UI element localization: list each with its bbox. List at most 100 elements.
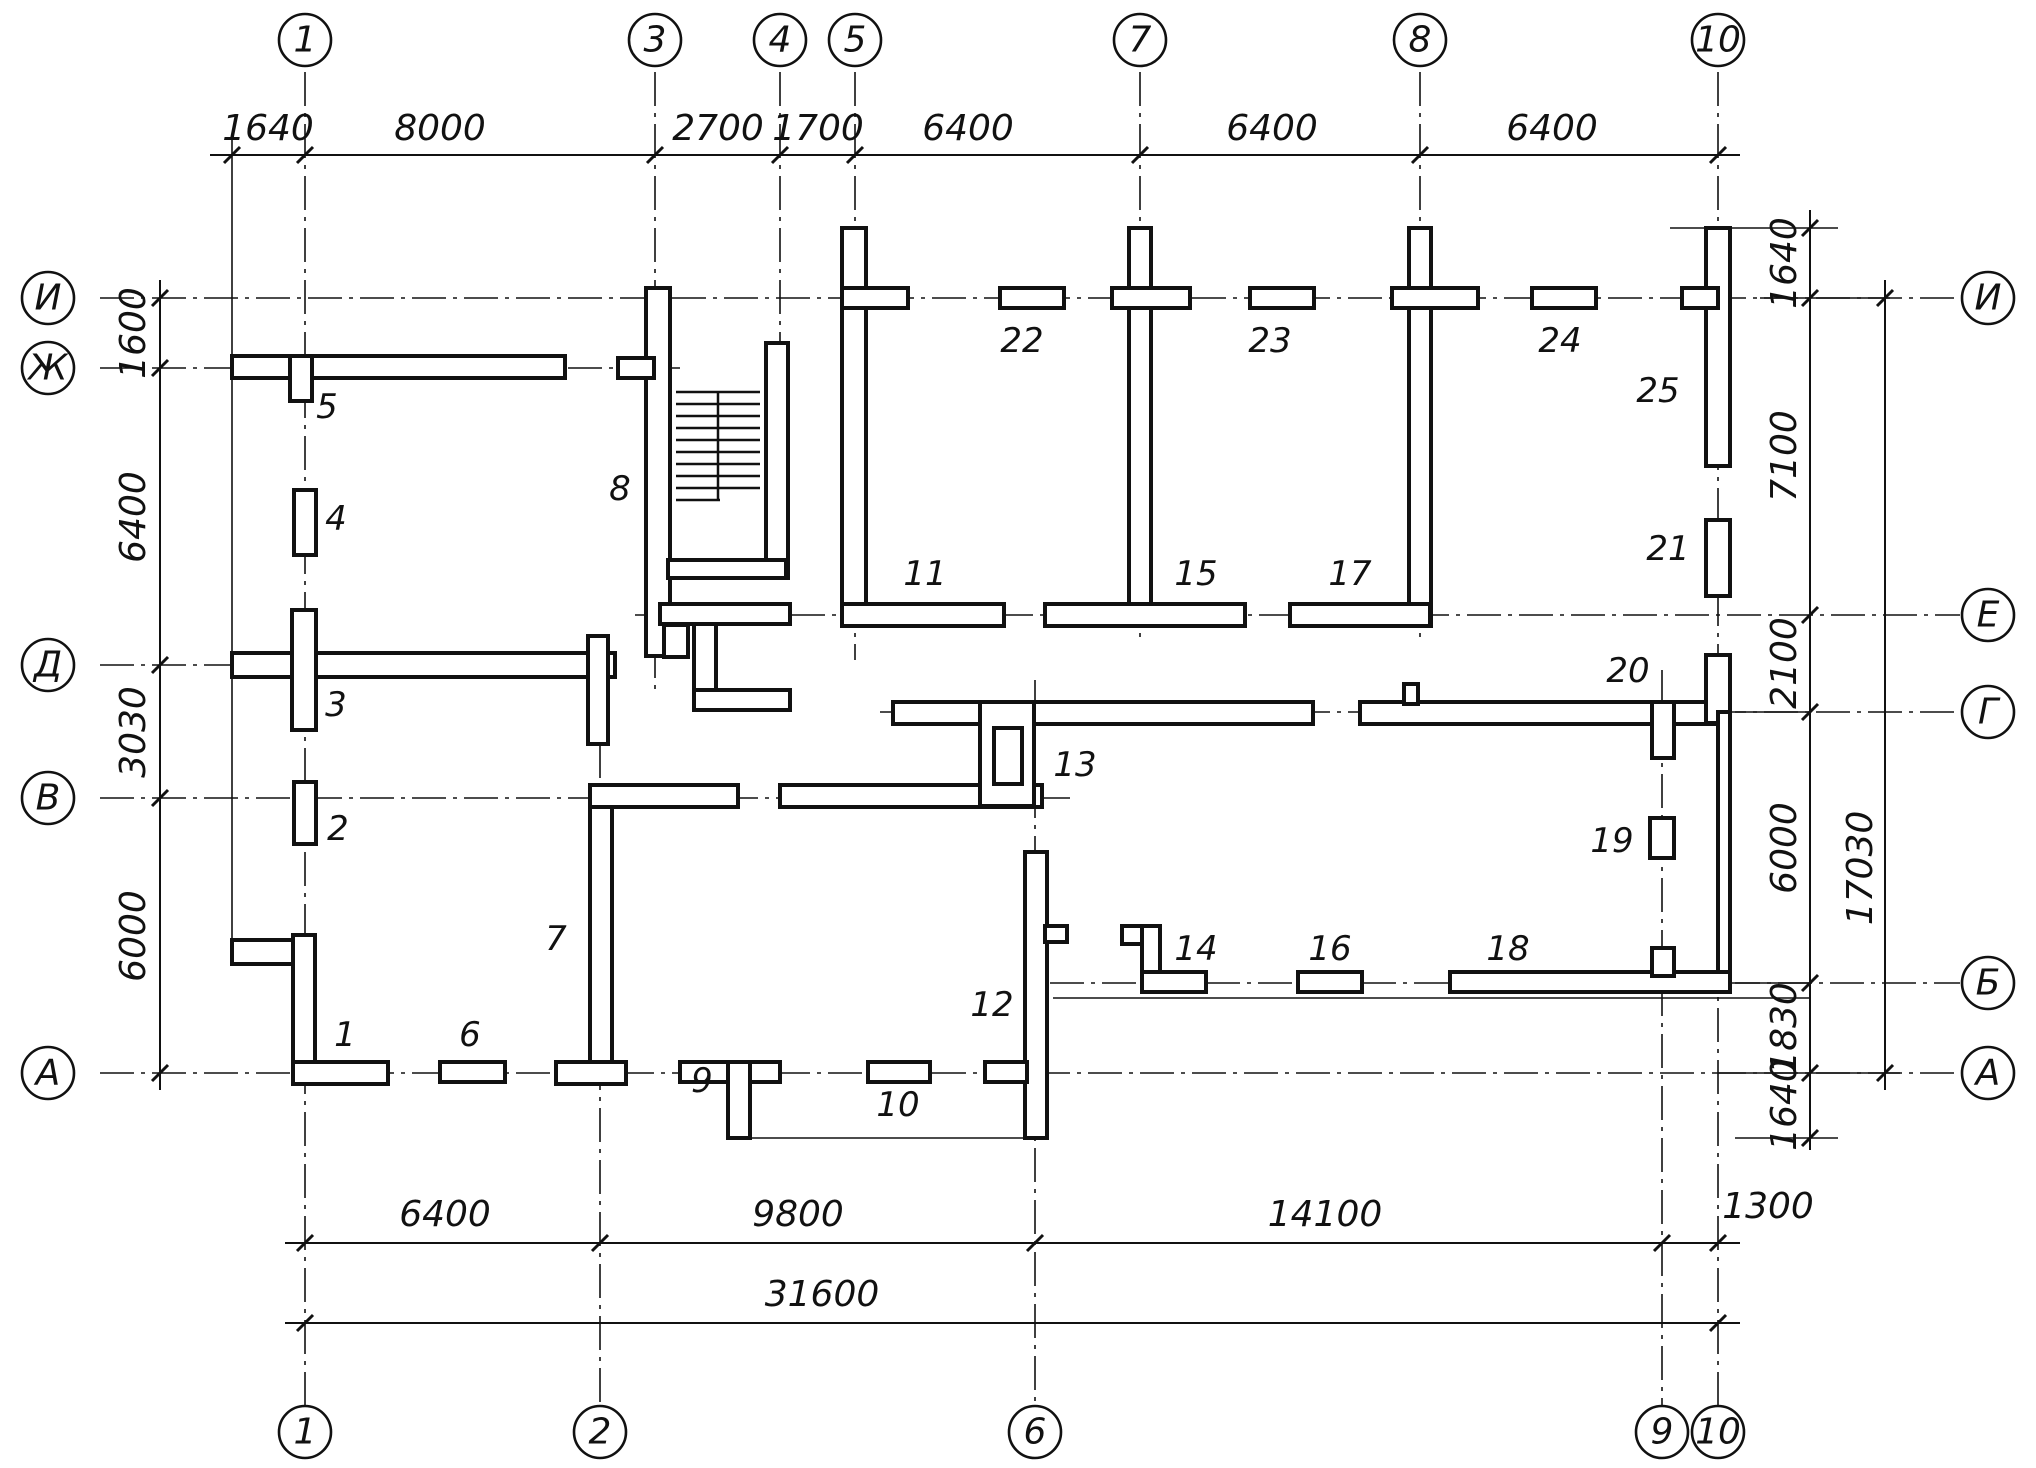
wall-12-stub-bottom [983,1060,1029,1084]
wall-axis8-stub [1390,286,1480,310]
axis-label-top: 8 [1409,20,1432,61]
dim-top: 6400 [1506,108,1598,149]
wall-axis10-lower [1716,710,1732,986]
dim-right: 7100 [1764,410,1805,502]
axis-label-left: А [34,1053,61,1094]
mark: 11 [903,554,946,594]
dim-top: 1700 [772,108,864,149]
axis-label-bottom: 10 [1695,1412,1741,1453]
column-21 [1704,518,1732,598]
dim-right: 1640 [1764,1059,1805,1151]
mark: 20 [1606,651,1649,691]
wall-8-stub [616,356,656,380]
wall-13 [978,700,1036,808]
dim-bottom-total: 31600 [765,1274,880,1315]
wall-25 [1704,226,1732,468]
axis-label-bottom: 1 [294,1412,317,1453]
wall-18 [1448,970,1732,994]
axis-label-top: 3 [644,20,667,61]
dim-top: 6400 [1226,108,1318,149]
wall-16 [1296,970,1364,994]
dimension-lines [150,145,1895,1333]
wall-23 [1248,286,1316,310]
axis-label-top: 1 [294,20,317,61]
dim-left: 3030 [113,686,154,778]
walls [230,226,1732,1140]
dim-left: 1600 [113,287,154,379]
wall-8 [644,286,672,658]
dim-top: 2700 [672,108,764,149]
wall-9-stem [726,1060,752,1140]
dim-top: 8000 [394,108,486,149]
axis-label-left: Ж [27,348,70,389]
mark: 18 [1486,929,1529,969]
dim-bottom: 14100 [1268,1194,1383,1235]
mark: 13 [1053,745,1096,785]
mark: 9 [691,1061,713,1101]
mark: 15 [1174,554,1217,594]
dim-top: 1640 [222,108,314,149]
axis-label-top: 4 [769,20,792,61]
column-5 [288,354,314,403]
dim-left: 6000 [113,890,154,982]
wall-7 [588,783,614,1085]
wall-axis5-stub [840,286,910,310]
mark: 14 [1174,929,1217,969]
wall-e-stair [658,602,792,626]
dim-right: 6000 [1764,802,1805,894]
element-marks: 1 2 3 4 5 6 7 8 9 10 11 12 13 14 15 16 1… [316,321,1689,1125]
mark: 24 [1538,321,1581,361]
wall-24 [1530,286,1598,310]
axis-label-bottom: 2 [589,1412,612,1453]
axis-label-right: Б [1976,963,2001,1004]
wall-stair-right [764,341,790,580]
wall-axis7-stub [1110,286,1192,310]
column-20 [1650,700,1676,760]
wall-g-1 [891,700,1315,726]
wall-d [230,651,617,679]
wall-25-stub [1680,286,1720,310]
mark: 8 [609,469,631,509]
axis-bubbles-bottom: 1 2 6 9 10 [277,1404,1746,1460]
dim-right: 1640 [1764,217,1805,309]
mark: 10 [876,1085,919,1125]
mark: 4 [325,499,347,539]
axis-label-right: Г [1978,692,2001,733]
stair-treads [676,390,760,502]
wall-14 [1140,970,1208,994]
column-19 [1648,816,1676,860]
dim-left: 6400 [113,471,154,563]
mark: 19 [1590,821,1633,861]
wall-stair-bottom [666,558,788,580]
mark: 21 [1646,529,1689,569]
wall-12 [1023,850,1049,1140]
wall-17 [1288,602,1432,628]
axis-label-bottom: 6 [1024,1412,1047,1453]
axis-label-top: 10 [1695,20,1741,61]
wall-1 [291,1060,390,1086]
mark: 22 [1000,321,1043,361]
column-3 [290,608,318,732]
mark: 16 [1308,929,1351,969]
dim-right: 2100 [1764,617,1805,709]
dim-bottom: 6400 [399,1194,491,1235]
wall-g-stub [1402,682,1420,706]
duct-box [662,623,690,659]
wall-d-end [586,634,610,746]
mark: 3 [325,685,347,725]
axis-label-left: В [36,778,61,819]
wall-a-2 [554,1060,628,1086]
wall-6 [438,1060,507,1084]
wall-15 [1043,602,1247,628]
mark: 25 [1636,371,1679,411]
wall-13-void [992,726,1024,786]
mark: 17 [1328,554,1372,594]
axis-label-left: И [35,278,62,319]
dim-right-total: 17030 [1840,811,1881,926]
dim-right: 1830 [1764,982,1805,1074]
column-2 [292,780,318,846]
wall-22 [998,286,1066,310]
column-4 [292,488,318,557]
wall-duct-base [692,688,792,712]
